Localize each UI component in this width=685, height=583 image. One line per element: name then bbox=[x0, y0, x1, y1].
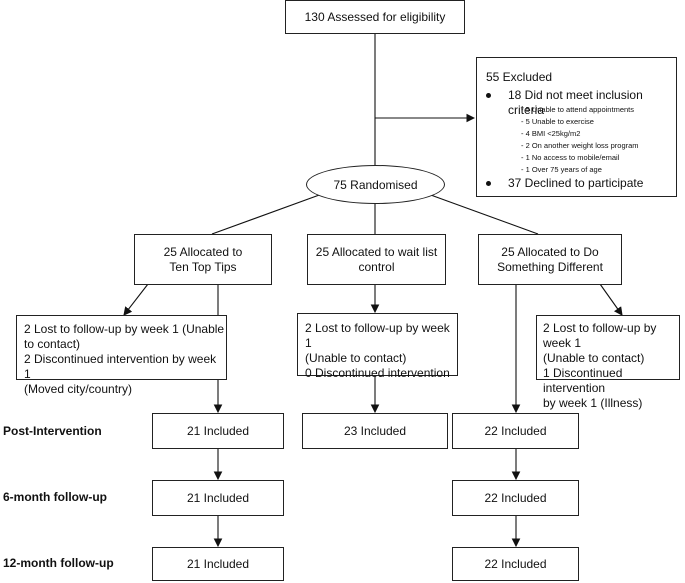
arm1-post-box: 21 Included bbox=[152, 413, 284, 449]
arm3-twelve-box: 22 Included bbox=[452, 547, 579, 581]
allocation-line: 25 Allocated to wait list bbox=[315, 244, 438, 259]
stage-label-six: 6-month follow-up bbox=[3, 490, 107, 504]
lost-line: 1 Discontinued intervention bbox=[543, 366, 623, 395]
stage-label-twelve: 12-month follow-up bbox=[3, 556, 114, 570]
arm1-allocation-box: 25 Allocated to Ten Top Tips bbox=[134, 234, 272, 285]
reason-item: - 1 Over 75 years of age bbox=[521, 165, 602, 174]
arm1-six-box: 21 Included bbox=[152, 480, 284, 516]
included-label: 22 Included bbox=[484, 556, 547, 571]
lost-line: 2 Discontinued intervention by week 1 bbox=[24, 352, 217, 381]
lost-line: 2 Lost to follow-up by week 1 bbox=[543, 321, 657, 350]
included-label: 22 Included bbox=[484, 490, 547, 505]
included-label: 22 Included bbox=[484, 423, 547, 438]
reason-item: - 1 No access to mobile/email bbox=[521, 153, 620, 162]
arm2-post-box: 23 Included bbox=[302, 413, 448, 449]
lost-line: 0 Discontinued intervention bbox=[305, 366, 450, 380]
allocation-line: 25 Allocated to Do bbox=[501, 244, 599, 259]
arrow-arm3-lost bbox=[599, 283, 623, 316]
randomised-label: 75 Randomised bbox=[333, 177, 418, 192]
allocation-line: 25 Allocated to bbox=[163, 244, 243, 259]
reason-item: - 5 Unable to attend appointments bbox=[521, 105, 634, 114]
bullet-dot bbox=[486, 93, 491, 98]
bullet-dot bbox=[486, 181, 491, 186]
reason-item: - 5 Unable to exercise bbox=[521, 117, 594, 126]
lost-line: (Unable to contact) bbox=[543, 351, 645, 365]
arm3-post-box: 22 Included bbox=[452, 413, 579, 449]
criteria-label: 18 Did not meet inclusion criteria bbox=[508, 88, 643, 117]
arm2-lost-box: 2 Lost to follow-up by week 1 (Unable to… bbox=[297, 313, 458, 380]
line-to-arm1 bbox=[211, 193, 323, 235]
lost-line: to contact) bbox=[24, 337, 81, 351]
excluded-box: 55 Excluded 18 Did not meet inclusion cr… bbox=[476, 57, 677, 197]
declined-label: 37 Declined to participate bbox=[508, 176, 644, 190]
included-label: 23 Included bbox=[343, 423, 407, 438]
arm3-six-box: 22 Included bbox=[452, 480, 579, 516]
line-to-arm3 bbox=[427, 193, 539, 235]
criteria-bullet: 18 Did not meet inclusion criteria bbox=[486, 88, 676, 118]
allocation-line: Something Different bbox=[497, 259, 603, 274]
arm1-lost-box: 2 Lost to follow-up by week 1 (Unable to… bbox=[16, 315, 227, 396]
included-label: 21 Included bbox=[186, 423, 250, 438]
arrow-arm1-lost bbox=[123, 283, 149, 316]
lost-line: (Moved city/country) bbox=[24, 382, 133, 396]
stage-label-post: Post-Intervention bbox=[3, 424, 102, 438]
lost-line: by week 1 (Illness) bbox=[543, 396, 643, 410]
lost-line: 2 Lost to follow-up by week 1 bbox=[305, 321, 450, 350]
lost-line: (Unable to contact) bbox=[305, 351, 407, 365]
reason-item: - 4 BMI <25kg/m2 bbox=[521, 129, 581, 138]
assessed-label: 130 Assessed for eligibility bbox=[304, 9, 446, 24]
included-label: 21 Included bbox=[186, 490, 250, 505]
allocation-line: Ten Top Tips bbox=[169, 259, 237, 274]
randomised-oval: 75 Randomised bbox=[306, 165, 445, 204]
excluded-title: 55 Excluded bbox=[486, 70, 553, 84]
arm3-allocation-box: 25 Allocated to Do Something Different bbox=[478, 234, 622, 285]
arm3-lost-box: 2 Lost to follow-up by week 1 (Unable to… bbox=[536, 315, 680, 410]
lost-line: 2 Lost to follow-up by week 1 (Unable bbox=[24, 322, 225, 336]
included-label: 21 Included bbox=[186, 556, 250, 571]
assessed-box: 130 Assessed for eligibility bbox=[285, 0, 465, 34]
allocation-line: control bbox=[358, 259, 395, 274]
arm1-twelve-box: 21 Included bbox=[152, 547, 284, 581]
arm2-allocation-box: 25 Allocated to wait list control bbox=[307, 234, 446, 285]
reason-item: - 2 On another weight loss program bbox=[521, 141, 639, 150]
declined-bullet: 37 Declined to participate bbox=[486, 176, 644, 191]
